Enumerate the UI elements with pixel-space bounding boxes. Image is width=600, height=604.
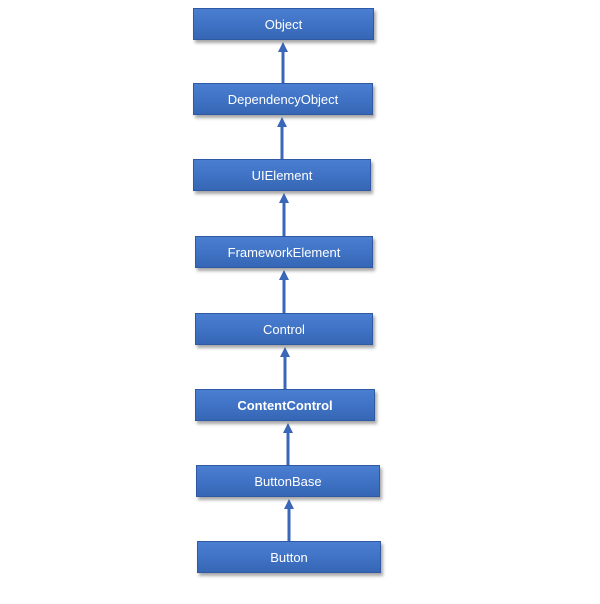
node-button-base: ButtonBase	[196, 465, 380, 497]
node-content-control: ContentControl	[195, 389, 375, 421]
arrowhead-ui-element-to-dependency-object	[277, 117, 287, 127]
node-dependency-object: DependencyObject	[193, 83, 373, 115]
arrowhead-button-base-to-content-control	[283, 423, 293, 433]
node-object: Object	[193, 8, 374, 40]
node-button: Button	[197, 541, 381, 573]
arrowhead-control-to-framework-element	[279, 270, 289, 280]
node-control: Control	[195, 313, 373, 345]
node-ui-element: UIElement	[193, 159, 371, 191]
arrowhead-framework-element-to-ui-element	[279, 193, 289, 203]
arrowhead-button-to-button-base	[284, 499, 294, 509]
arrowhead-content-control-to-control	[280, 347, 290, 357]
node-framework-element: FrameworkElement	[195, 236, 373, 268]
arrowhead-dependency-object-to-object	[278, 42, 288, 52]
